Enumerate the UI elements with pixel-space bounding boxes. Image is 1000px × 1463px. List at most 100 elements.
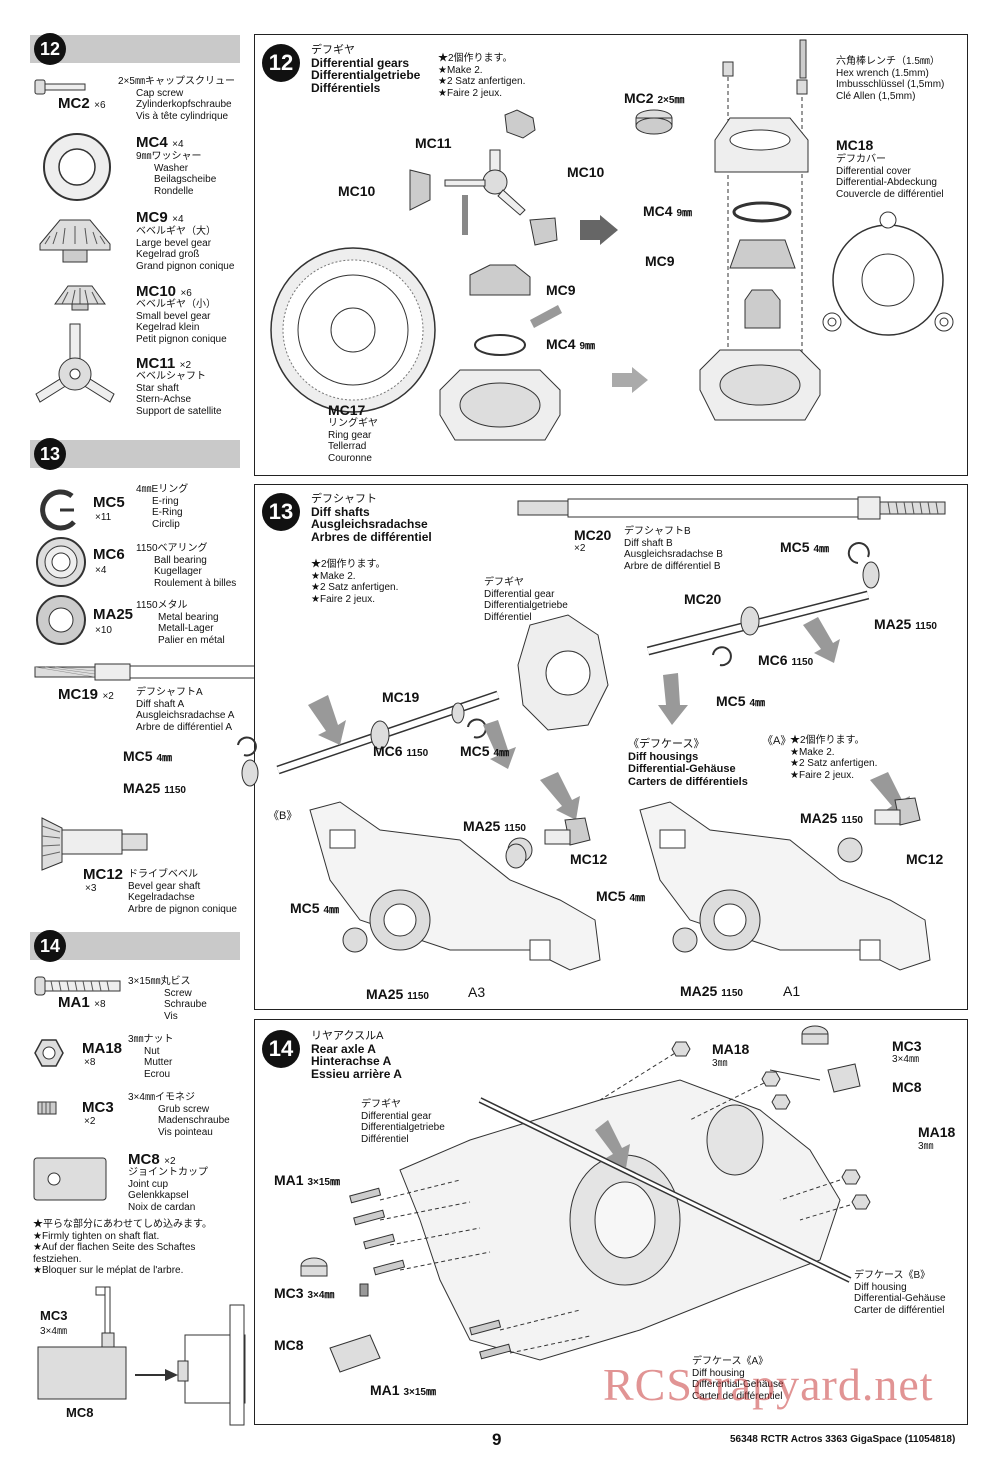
p14-mc8-b: MC8 (274, 1337, 304, 1353)
p12-mc10b: MC10 (567, 164, 605, 180)
bevel-gear-shaft-icon (41, 817, 148, 871)
p13-housing-b (309, 772, 601, 971)
ma25-code: MA25 (93, 606, 134, 623)
p13-mc5-a: MC5 4㎜ (780, 539, 830, 555)
p13-ma25-b: MA25 1150 (463, 818, 526, 834)
p12-mc17: MC17 (328, 402, 366, 418)
p13-a3: A3 (468, 984, 486, 1000)
p12-r-mc9: MC9 (645, 253, 675, 269)
p13-ma25-d: MA25 1150 (800, 810, 863, 826)
joint-cup-icon (33, 1157, 107, 1201)
cap-screw-icon (34, 79, 86, 95)
p13-ma25-a: MA25 1150 (874, 616, 937, 632)
p12-ring-gear (270, 247, 436, 413)
e-ring-icon (40, 489, 76, 531)
p14-axle-assembly (300, 1025, 871, 1373)
p13-a1: A1 (783, 983, 801, 999)
p13-mc20-qty: ×2 (574, 543, 586, 554)
inset-mc3-label: MC3 (40, 1308, 68, 1323)
p14-mc3-b: MC3 3×4㎜ (274, 1285, 335, 1301)
p13-mc6-a: MC6 1150 (758, 652, 814, 668)
p12-mc4: MC4 9㎜ (546, 336, 596, 352)
mc5-code: MC5 (93, 494, 125, 511)
ball-bearing-icon (36, 537, 86, 587)
p13-diff-shaft-b (517, 496, 946, 520)
small-bevel-gear-icon (54, 285, 106, 311)
metal-bearing-icon (36, 595, 86, 645)
p14-ma18-a-size: 3㎜ (712, 1058, 728, 1069)
mc19-code: MC19 ×2 (58, 686, 114, 703)
p12-small-bearing (635, 109, 673, 135)
ma1-code: MA1 ×8 (58, 994, 106, 1011)
step-14-header: 14 (30, 930, 240, 962)
p12-r-mc4: MC4 9㎜ (643, 203, 693, 219)
p12-hex-wrench (799, 39, 807, 79)
mc3-code: MC3 (82, 1099, 114, 1116)
p13-mc19: MC19 (382, 689, 420, 705)
large-bevel-gear-icon (39, 219, 111, 263)
p12-mc2: MC2 2×5㎜ (624, 90, 685, 106)
p14-ma18-b-size: 3㎜ (918, 1141, 934, 1152)
ma25-qty: ×10 (95, 625, 112, 636)
inset-mc8-label: MC8 (66, 1405, 94, 1420)
ma18-qty: ×8 (84, 1057, 96, 1068)
washer-icon (43, 133, 111, 201)
p13-b-mark: 《B》 (268, 810, 298, 822)
p12-mc9: MC9 (546, 282, 576, 298)
p12-star-shaft-assembly (409, 109, 558, 246)
step-number: 13 (34, 438, 66, 470)
p13-mc5-e: MC5 4㎜ (596, 888, 646, 904)
tighten-note: ★平らな部分にあわせてしめ込みます。★Firmly tighten on sha… (33, 1219, 212, 1276)
p14-mc8-a: MC8 (892, 1079, 922, 1095)
p13-ma25-c: MA25 1150 (366, 986, 429, 1002)
p13-mc5-b: MC5 4㎜ (716, 693, 766, 709)
panel-step-number: 12 (262, 44, 300, 82)
mc4-code: MC4 ×4 (136, 134, 184, 151)
p13-left-ma25: MA25 1150 (123, 780, 186, 796)
page-number: 9 (492, 1430, 502, 1449)
nut-icon (34, 1039, 64, 1067)
p13-a-make-note: ★2個作ります。★Make 2.★2 Satz anfertigen.★Fair… (790, 735, 878, 781)
p12-mc11: MC11 (415, 135, 452, 151)
mc8-code: MC8 ×2 (128, 1151, 176, 1168)
mc3-qty: ×2 (84, 1116, 96, 1127)
ma18-code: MA18 (82, 1040, 123, 1057)
p14-mc3-a: MC3 (892, 1038, 922, 1054)
p13-shaft-assembly (237, 542, 880, 787)
mc6-qty: ×4 (95, 565, 107, 576)
p13-mc5-d: MC5 4㎜ (290, 900, 340, 916)
watermark: RCScrapyard.net (603, 1359, 934, 1410)
p13-a-mark: 《A》 (762, 735, 792, 747)
p12-arrow-right (580, 215, 618, 245)
p13-mc12-a: MC12 (570, 851, 608, 867)
p14-ma18-a: MA18 (712, 1041, 750, 1057)
p13-mc6-b: MC6 1150 (373, 743, 429, 759)
footer-reference: 56348 RCTR Actros 3363 GigaSpace (110548… (730, 1434, 956, 1445)
grub-screw-icon (37, 1101, 57, 1115)
joint-cup-tightening-illustration (37, 1286, 246, 1426)
panel-step-number: 13 (262, 493, 300, 531)
mc11-code: MC11 ×2 (136, 355, 192, 372)
p13-housing-a (639, 772, 931, 971)
mc10-code: MC10 ×6 (136, 283, 192, 300)
step-number: 12 (34, 33, 66, 65)
mc12-code: MC12 (83, 866, 124, 883)
panel-step-number: 14 (262, 1030, 300, 1068)
